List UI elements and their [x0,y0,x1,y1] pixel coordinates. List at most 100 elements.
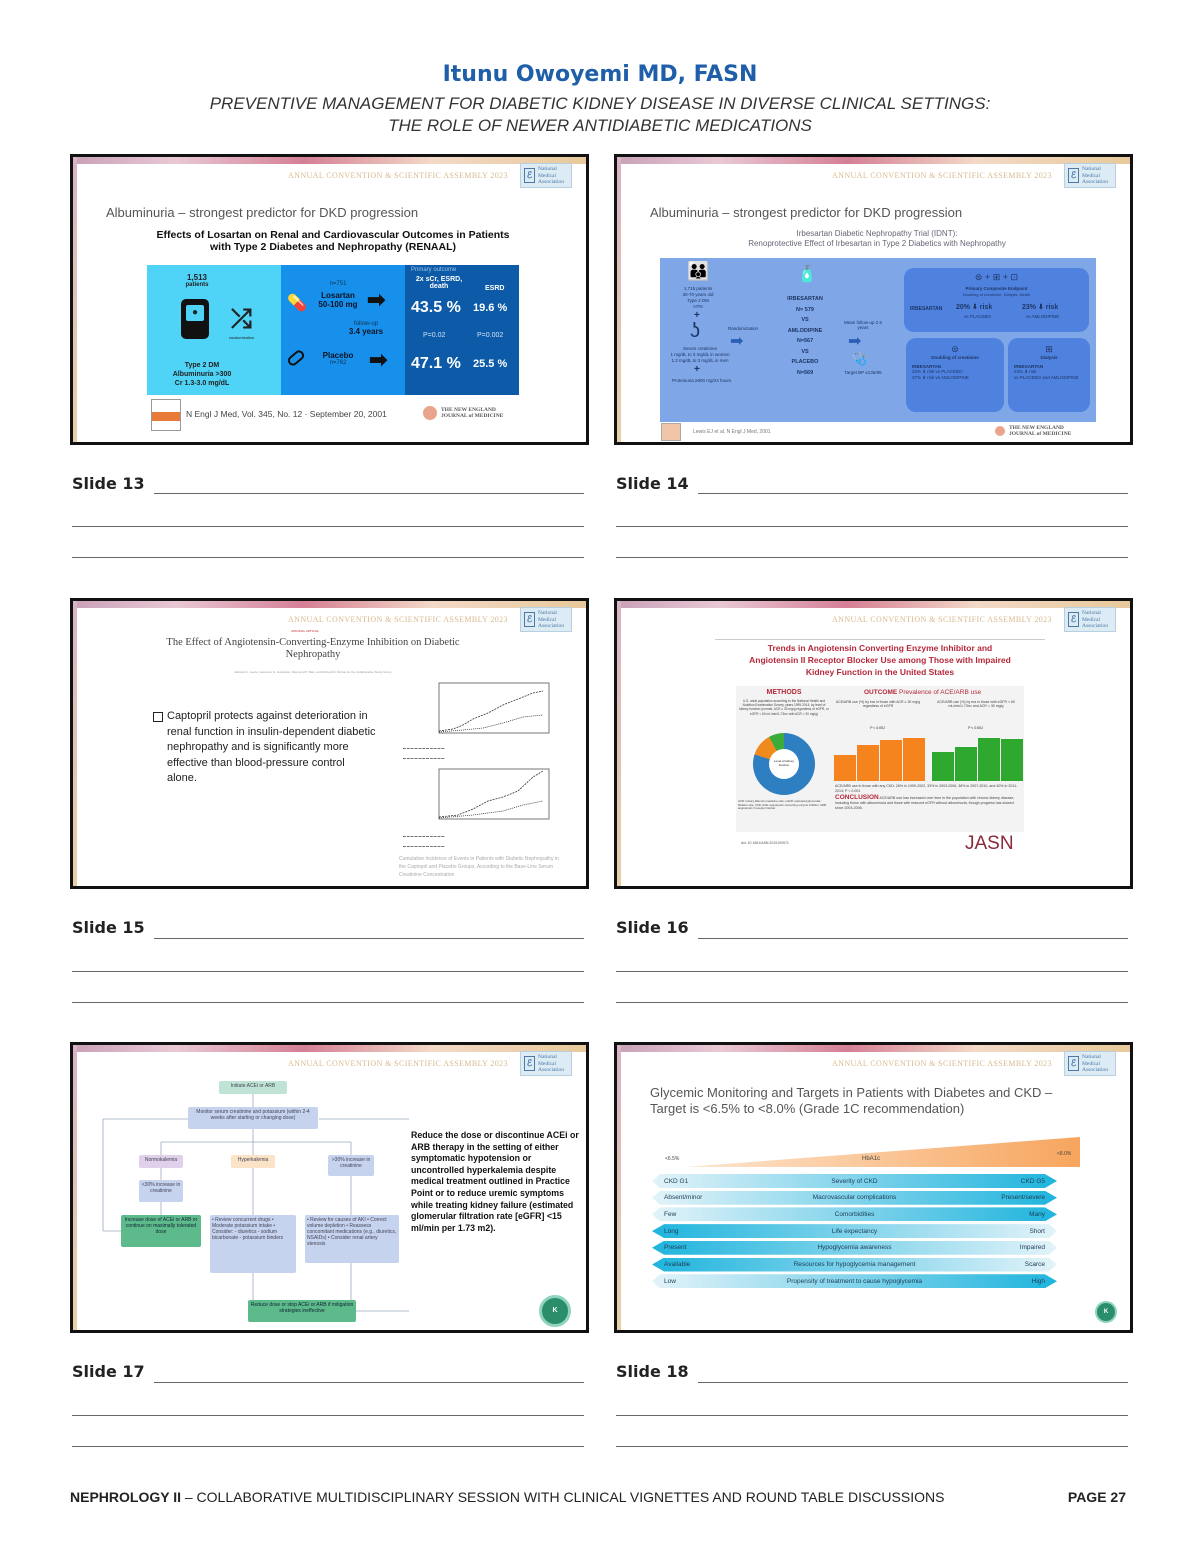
factor-left: CKD G1 [664,1177,689,1185]
arrow-icon: ➡ [730,333,744,350]
flow-start: Initiate ACEi or ARB [219,1081,287,1094]
cumulative-incidence-plots: ▬ ▬ ▬ ▬ ▬ ▬ ▬ ▬ ▬ ▬ ▬ ▬ ▬ ▬ ▬ ▬ ▬ ▬ ▬ ▬ ▬… [403,682,550,848]
session-title-line2: THE ROLE OF NEWER ANTIDIABETIC MEDICATIO… [388,116,812,135]
slide-17-label: Slide 17 [72,1362,145,1381]
notes-line [72,1415,584,1416]
factor-row: CKD G1 Severity of CKD CKD G5 [652,1174,1057,1188]
flow-hyperkalemia: Hyperkalemia [231,1155,275,1168]
slide-13-label: Slide 13 [72,474,145,493]
flow-aki-actions: • Review for causes of AKI • Correct vol… [305,1215,399,1263]
factor-name: Severity of CKD [831,1177,878,1185]
kidney-function-donut: Level of kidney function [753,733,815,795]
author-name: Itunu Owoyemi MD, FASN [442,62,758,87]
factor-name: Life expectancy [831,1227,878,1235]
slide-title: Albuminuria – strongest predictor for DK… [106,205,419,220]
factor-row: Long Life expectancy Short [652,1224,1057,1239]
citation: N Engl J Med, Vol. 345, No. 12 · Septemb… [186,409,387,419]
factor-right: Short [1029,1227,1045,1235]
pill-bottle-icon: 🧴 [797,266,817,283]
orange-bar-chart [834,738,926,781]
people-icon: 👪 [687,261,710,281]
slide-17-image: ANNUAL CONVENTION & SCIENTIFIC ASSEMBLY … [70,1042,589,1333]
notes-line [698,938,1128,939]
kidney-icon: ʖ [690,320,700,342]
slide-16-image: ANNUAL CONVENTION & SCIENTIFIC ASSEMBLY … [614,598,1133,889]
flow-lt30: <30% increase in creatinine [139,1180,183,1202]
notes-line [616,1415,1128,1416]
factor-name: Propensity of treatment to cause hypogly… [786,1277,923,1285]
footer-session: NEPHROLOGY II – COLLABORATIVE MULTIDISCI… [70,1489,945,1505]
hba1c-low: <6.5% [665,1156,680,1162]
nejm-logo: THE NEW ENGLAND JOURNAL of MEDICINE [1009,425,1072,437]
factor-right: CKD G5 [1020,1177,1045,1185]
factor-left: Few [664,1210,677,1218]
endpoint-icons: ⊜ + ⊞ + ⊡ [974,272,1019,282]
jasn-logo: JASN [965,833,1014,854]
kdigo-logo: K [1095,1301,1117,1323]
session-title-line1: PREVENTIVE MANAGEMENT FOR DIABETIC KIDNE… [209,94,991,113]
slide-14-image: ANNUAL CONVENTION & SCIENTIFIC ASSEMBLY … [614,154,1133,445]
convention-header: ANNUAL CONVENTION & SCIENTIFIC ASSEMBLY … [832,171,1052,180]
slide-subtitle: Effects of Losartan on Renal and Cardiov… [156,229,510,253]
glucose-meter-icon: ● [181,299,209,339]
pill-icon: 💊 [287,295,307,312]
slide-14-label: Slide 14 [616,474,689,493]
article-kicker: ORIGINAL ARTICLE [291,629,319,633]
paper-title: The Effect of Angiotensin-Converting-Enz… [166,637,460,660]
flow-increase-dose: Increase dose of ACEi or ARB or continue… [121,1215,201,1247]
factor-left: Long [664,1227,679,1235]
notes-line [616,971,1128,972]
basketball-logo [151,399,181,431]
notes-line [698,493,1128,494]
figure-caption: Cumulative Incidence of Events in Patien… [399,856,559,878]
factor-right: Many [1029,1210,1045,1218]
factor-right: Scarce [1024,1261,1045,1268]
convention-header: ANNUAL CONVENTION & SCIENTIFIC ASSEMBLY … [288,1059,508,1068]
svg-text:▬ ▬ ▬ ▬ ▬ ▬ ▬ ▬ ▬ ▬ ▬: ▬ ▬ ▬ ▬ ▬ ▬ ▬ ▬ ▬ ▬ ▬ [403,746,444,750]
notes-line [72,557,584,558]
notes-line [72,1446,584,1447]
factor-name: Resources for hypoglycemia management [793,1261,916,1268]
svg-text:▬ ▬ ▬ ▬ ▬ ▬ ▬ ▬ ▬ ▬ ▬: ▬ ▬ ▬ ▬ ▬ ▬ ▬ ▬ ▬ ▬ ▬ [403,844,444,848]
convention-header: ANNUAL CONVENTION & SCIENTIFIC ASSEMBLY … [288,615,508,624]
nejm-logo: THE NEW ENGLAND JOURNAL of MEDICINE [441,407,504,419]
svg-text:▬ ▬ ▬ ▬ ▬ ▬ ▬ ▬ ▬ ▬ ▬: ▬ ▬ ▬ ▬ ▬ ▬ ▬ ▬ ▬ ▬ ▬ [403,756,444,760]
notes-line [72,971,584,972]
flow-reduce-stop: Reduce dose or stop ACEi or ARB if mitig… [248,1300,356,1322]
arrow-icon: ➡ [848,333,862,350]
flow-gt30: >30% increase in creatinine [328,1155,374,1176]
notes-line [616,557,1128,558]
checkbox-bullet-icon [153,712,163,722]
flow-normokalemia: Normokalemia [139,1155,183,1168]
visual-abstract: METHODS U.S. adult population according … [736,686,1024,832]
flow-hyperkalemia-actions: • Review concurrent drugs • Moderate pot… [210,1215,296,1273]
convention-header: ANNUAL CONVENTION & SCIENTIFIC ASSEMBLY … [288,171,508,180]
notes-line [154,938,584,939]
svg-text:▬ ▬ ▬ ▬ ▬ ▬ ▬ ▬ ▬ ▬ ▬: ▬ ▬ ▬ ▬ ▬ ▬ ▬ ▬ ▬ ▬ ▬ [403,834,444,838]
hba1c-high: <8.0% [1057,1151,1072,1157]
arrow-icon: ➡ [367,287,386,312]
notes-line [154,493,584,494]
kdigo-logo: K [539,1295,571,1327]
slide-13-image: ANNUAL CONVENTION & SCIENTIFIC ASSEMBLY … [70,154,589,445]
nejm-seal-icon [423,406,437,420]
recommendation-text: Reduce the dose or discontinue ACEi or A… [411,1130,579,1233]
notes-line [698,1382,1128,1383]
slide-subtitle: Irbesartan Diabetic Nephropathy Trial (I… [748,229,1006,248]
slide-16-label: Slide 16 [616,918,689,937]
shuffle-icon: ⤮ [231,303,252,333]
notes-line [616,526,1128,527]
panel-outcomes: Primary outcome 2x sCr, ESRD, death ESRD… [405,265,519,395]
notes-line [72,526,584,527]
slide-18-label: Slide 18 [616,1362,689,1381]
